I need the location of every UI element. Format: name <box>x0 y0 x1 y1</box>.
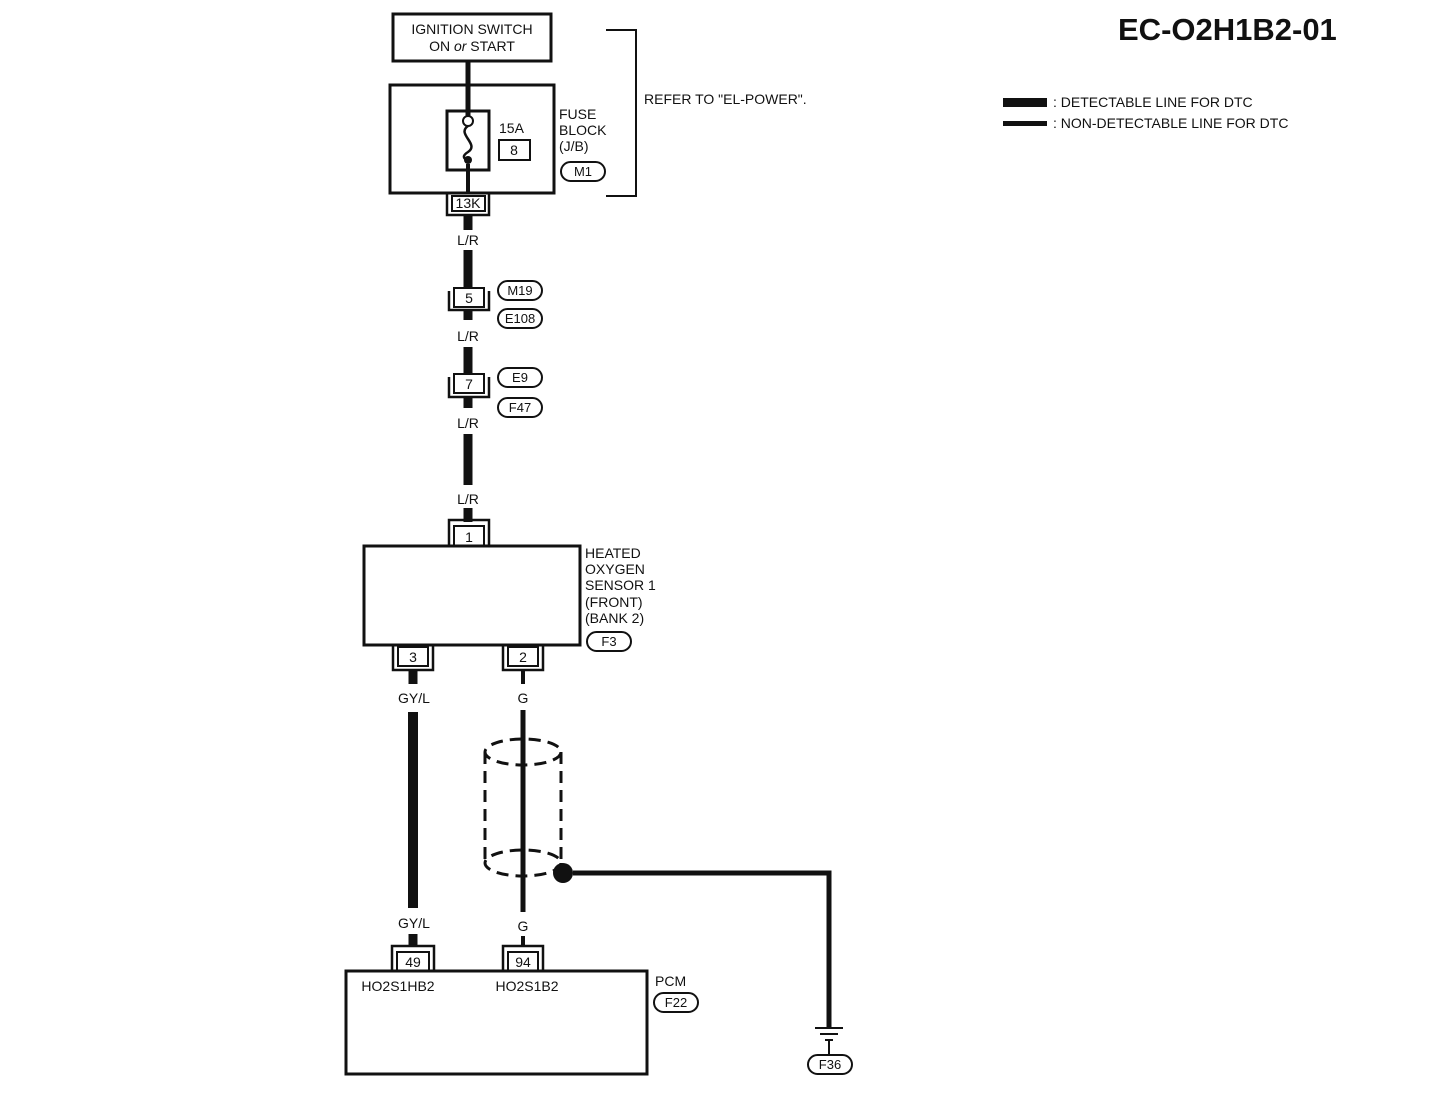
ignition-switch-line1: IGNITION SWITCH <box>411 21 532 37</box>
pcm-connector-badge <box>653 992 699 1013</box>
wire-label-gyl-top: GY/L <box>398 690 430 706</box>
junction-1-pin-box <box>453 287 485 308</box>
ground-connector-badge <box>807 1054 853 1075</box>
wire-label-lr-2: L/R <box>457 328 479 344</box>
fuse-terminal-top <box>462 115 474 127</box>
fuse-block-line2: BLOCK <box>559 122 607 138</box>
wire-label-g-top: G <box>518 690 529 706</box>
pcm-pin-left-housing <box>390 944 436 970</box>
pcm-box <box>344 969 649 1076</box>
wire-label-lr-3: L/R <box>457 415 479 431</box>
sensor-line4: (FRONT) <box>585 594 643 610</box>
junction-1-conn-b-badge <box>497 308 543 329</box>
junction-2-conn-a: E9 <box>512 370 528 385</box>
wire-label-lr-4: L/R <box>457 491 479 507</box>
sensor-connector: F3 <box>601 634 616 649</box>
sensor-pin-left-box <box>397 646 429 667</box>
sensor-line3: SENSOR 1 <box>585 577 656 593</box>
junction-1-conn-b: E108 <box>505 311 535 326</box>
junction-2-pin-box <box>453 373 485 394</box>
wire-label-gyl-bottom: GY/L <box>398 915 430 931</box>
wire-label-lr-1: L/R <box>457 232 479 248</box>
junction-1-conn-a-badge <box>497 280 543 301</box>
sensor-pin-top-housing <box>447 518 491 546</box>
fuse-block-line1: FUSE <box>559 106 596 122</box>
junction-1-conn-a: M19 <box>507 283 532 298</box>
shield-icon <box>483 737 563 878</box>
pcm-signal-right: HO2S1B2 <box>495 978 558 994</box>
fuse-block-line3: (J/B) <box>559 138 589 154</box>
fuse-number-box <box>498 139 531 161</box>
fuse-number: 8 <box>510 142 518 158</box>
pcm-pin-right-housing <box>501 944 545 970</box>
sensor-pin-right: 2 <box>519 649 527 665</box>
pcm-pin-left: 49 <box>405 954 421 970</box>
sensor-connector-badge <box>586 631 632 652</box>
fuse-block-connector: M1 <box>574 164 592 179</box>
sensor-line1: HEATED <box>585 545 641 561</box>
junction-2-conn-a-badge <box>497 367 543 388</box>
ground-icon <box>815 1027 843 1041</box>
ignition-switch-line2: ON or START <box>429 38 515 54</box>
sensor-pin-left: 3 <box>409 649 417 665</box>
legend-non-detectable-label: : NON-DETECTABLE LINE FOR DTC <box>1053 115 1288 131</box>
junction-2-conn-b: F47 <box>509 400 531 415</box>
sensor-pin-top: 1 <box>465 529 473 545</box>
fuse-block-connector-badge <box>560 161 606 182</box>
junction-2-conn-b-badge <box>497 397 543 418</box>
wire-shield-ground <box>573 870 832 1027</box>
ground-connector: F36 <box>819 1057 841 1072</box>
junction-1-pin: 5 <box>465 290 473 306</box>
junction-2-pin: 7 <box>465 376 473 392</box>
pcm-signal-left: HO2S1HB2 <box>361 978 434 994</box>
sensor-line2: OXYGEN <box>585 561 645 577</box>
ignition-switch-box <box>391 12 553 63</box>
legend-detectable-swatch <box>1003 98 1047 107</box>
fuse-rating: 15A <box>499 120 525 136</box>
refer-note: REFER TO "EL-POWER". <box>644 91 807 107</box>
pcm-pin-right: 94 <box>515 954 531 970</box>
pcm-connector: F22 <box>665 995 687 1010</box>
pcm-name: PCM <box>655 973 686 989</box>
sensor-line5: (BANK 2) <box>585 610 644 626</box>
legend-non-detectable-swatch <box>1003 121 1047 126</box>
fuse-block-box <box>388 83 556 195</box>
fuse-terminal-box <box>451 195 486 212</box>
fuse-terminal-bottom <box>464 156 472 164</box>
diagram-id: EC-O2H1B2-01 <box>1118 12 1337 47</box>
fuse-terminal-label: 13K <box>456 195 482 211</box>
shield-ground-junction <box>553 863 573 883</box>
wire-label-g-bottom: G <box>518 918 529 934</box>
legend-detectable-label: : DETECTABLE LINE FOR DTC <box>1053 94 1253 110</box>
refer-bracket <box>606 29 637 197</box>
fuse-icon <box>462 124 473 162</box>
sensor-pin-right-box <box>507 646 539 667</box>
oxygen-sensor-box <box>362 544 582 647</box>
